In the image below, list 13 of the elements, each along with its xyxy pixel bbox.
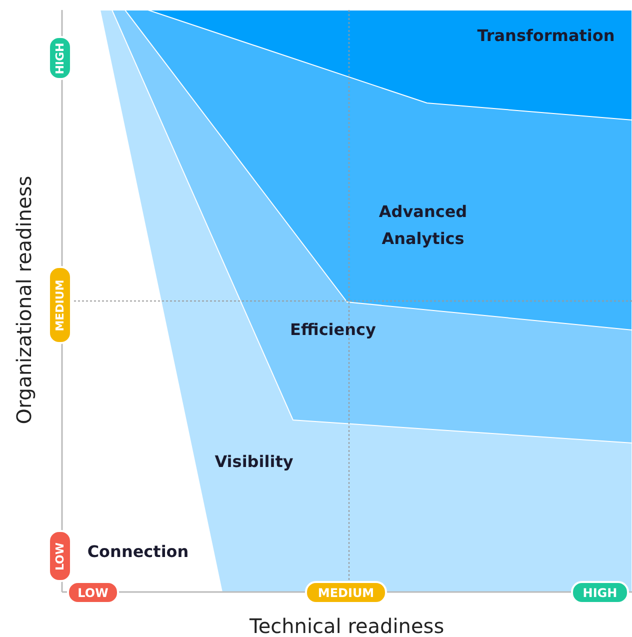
region-label: Visibility — [214, 450, 294, 472]
region-label: Transformation — [476, 24, 616, 46]
region-label: Connection — [86, 540, 190, 562]
region-label: Advanced Analytics — [378, 201, 468, 250]
level-badge: HIGH — [48, 36, 72, 80]
level-badge: MEDIUM — [48, 266, 72, 344]
level-badge: MEDIUM — [305, 581, 387, 604]
level-badge: LOW — [67, 581, 119, 604]
axis-title: Organizational readiness — [12, 176, 36, 424]
axis-title: Technical readiness — [250, 614, 444, 637]
level-badge: HIGH — [571, 581, 629, 604]
region-label: Efficiency — [289, 318, 377, 340]
level-badge: LOW — [48, 530, 72, 582]
